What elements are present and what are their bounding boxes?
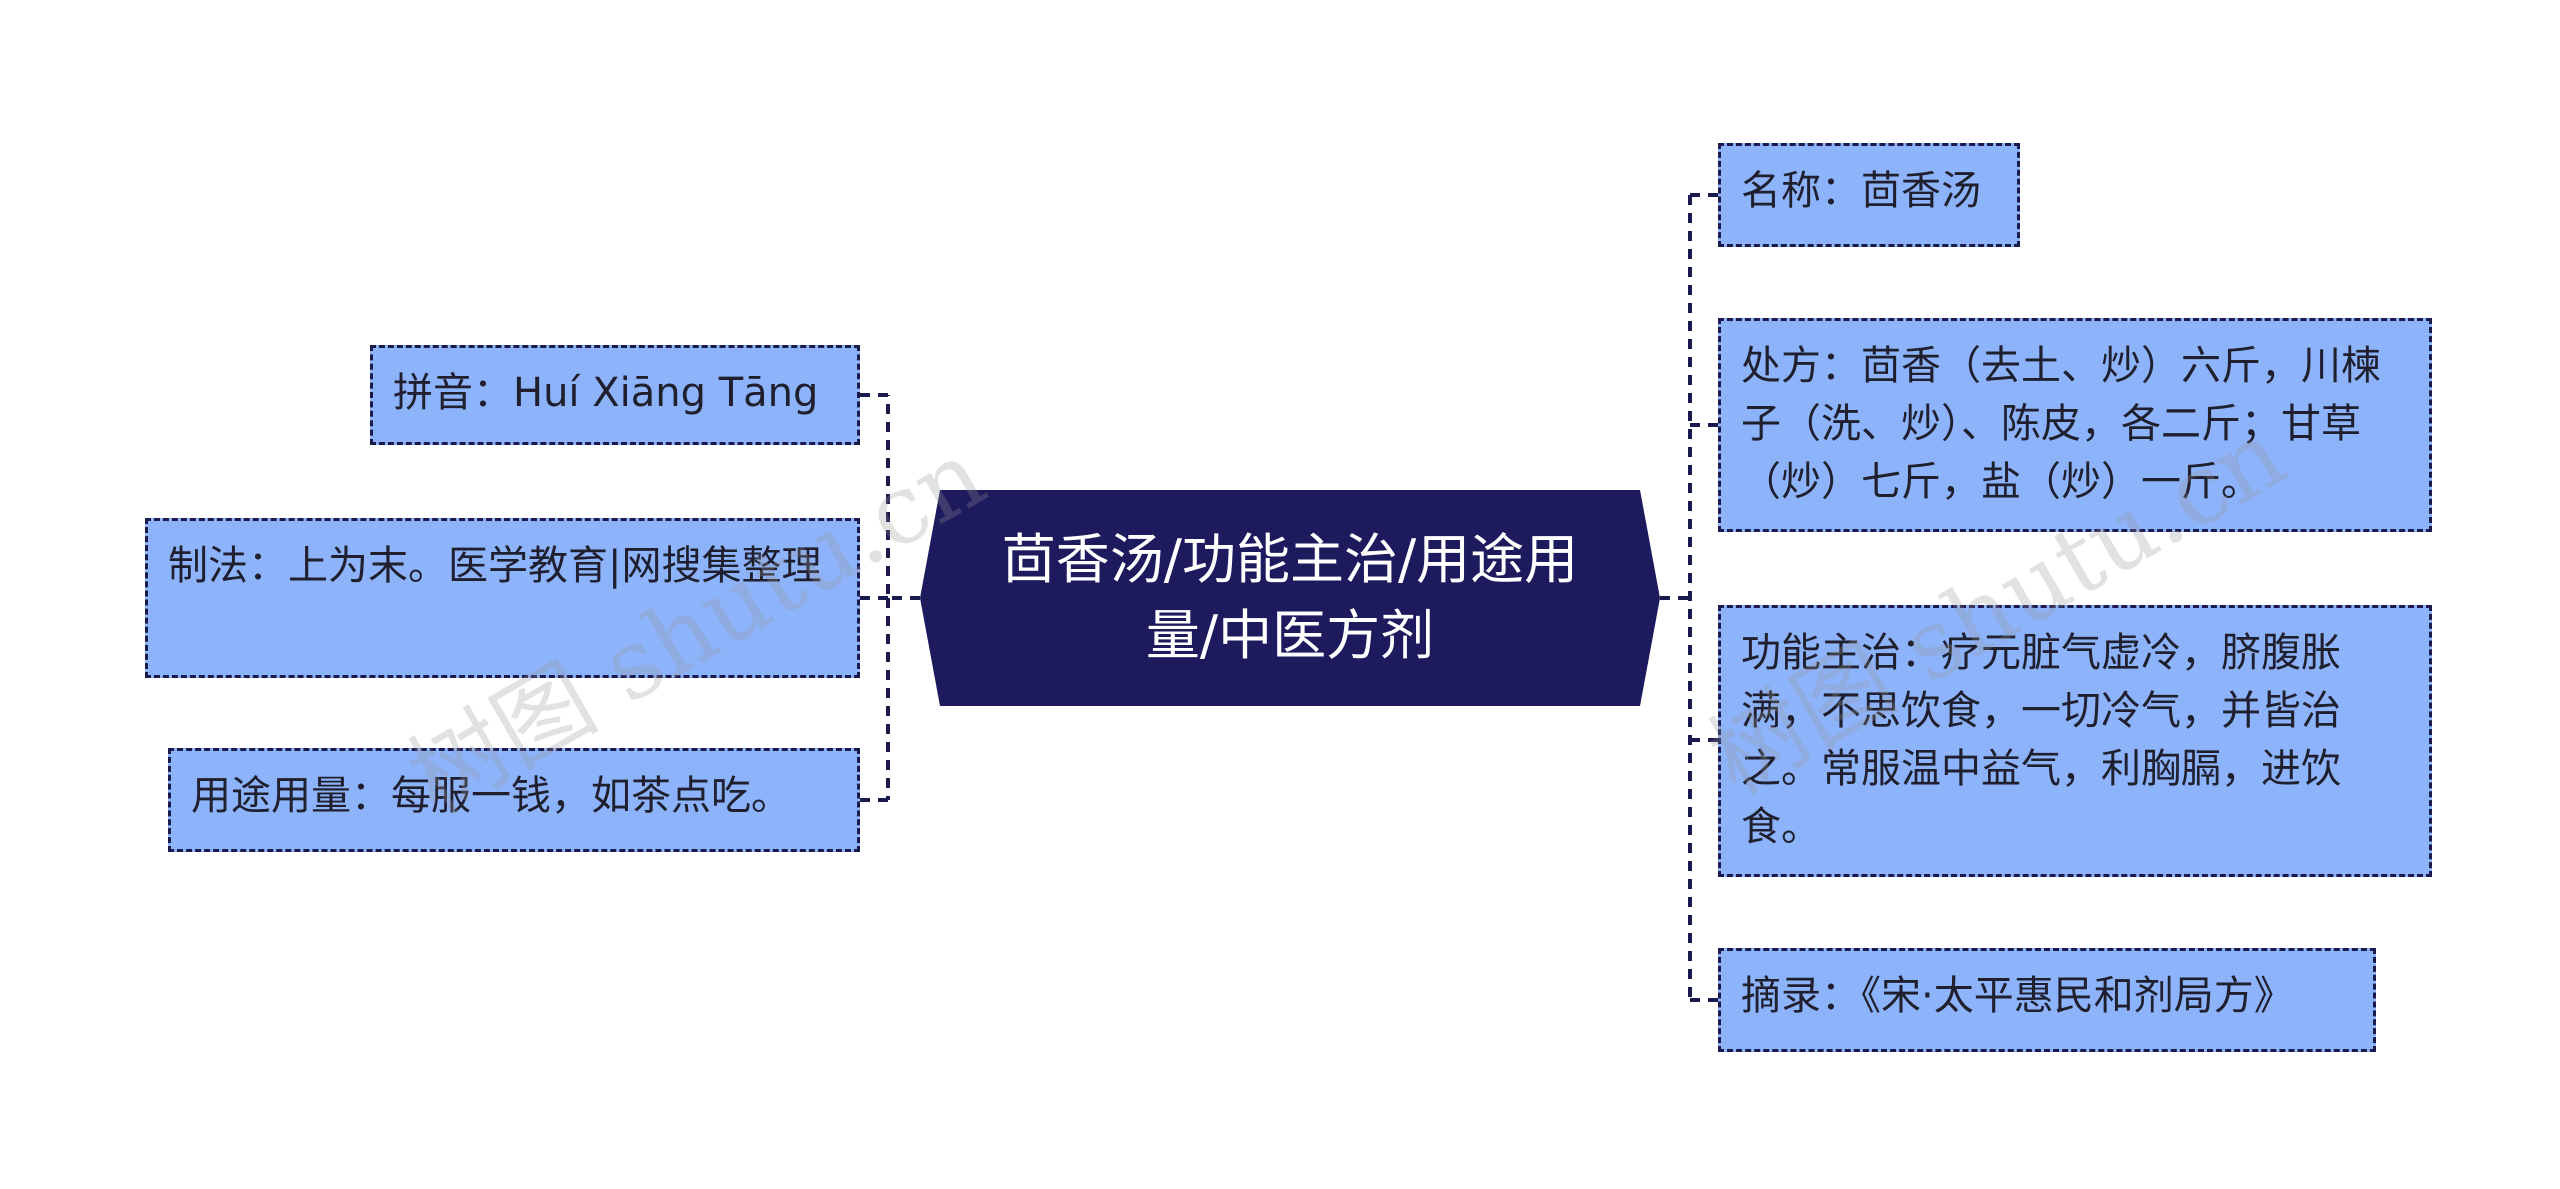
central-topic-shape [920, 490, 1660, 706]
node-preparation[interactable]: 制法：上为末。医学教育|网搜集整理 [145, 518, 860, 678]
node-pinyin-label: 拼音：Huí Xiāng Tāng [393, 370, 819, 416]
node-indications-label: 功能主治：疗元脏气虚冷，脐腹胀满，不思饮食，一切冷气，并皆治之。常服温中益气，利… [1741, 630, 2341, 850]
node-prescription[interactable]: 处方：茴香（去土、炒）六斤，川楝子（洗、炒）、陈皮，各二斤；甘草（炒）七斤，盐（… [1718, 318, 2432, 532]
connector-right-trunk [1660, 195, 1692, 1000]
node-usage-dosage-label: 用途用量：每服一钱，如茶点吃。 [191, 773, 791, 819]
connector-left-trunk [886, 395, 920, 800]
node-pinyin[interactable]: 拼音：Huí Xiāng Tāng [370, 345, 860, 445]
central-topic-label: 茴香汤/功能主治/用途用量/中医方剂 [1001, 528, 1579, 667]
node-name[interactable]: 名称：茴香汤 [1718, 143, 2020, 247]
node-name-label: 名称：茴香汤 [1741, 168, 1981, 214]
central-topic[interactable]: 茴香汤/功能主治/用途用量/中医方剂 [920, 490, 1660, 706]
node-prescription-label: 处方：茴香（去土、炒）六斤，川楝子（洗、炒）、陈皮，各二斤；甘草（炒）七斤，盐（… [1741, 343, 2381, 505]
node-indications[interactable]: 功能主治：疗元脏气虚冷，脐腹胀满，不思饮食，一切冷气，并皆治之。常服温中益气，利… [1718, 605, 2432, 877]
node-source-label: 摘录：《宋·太平惠民和剂局方》 [1741, 973, 2294, 1019]
node-source[interactable]: 摘录：《宋·太平惠民和剂局方》 [1718, 948, 2376, 1052]
node-preparation-label: 制法：上为末。医学教育|网搜集整理 [168, 543, 822, 589]
node-usage-dosage[interactable]: 用途用量：每服一钱，如茶点吃。 [168, 748, 860, 852]
